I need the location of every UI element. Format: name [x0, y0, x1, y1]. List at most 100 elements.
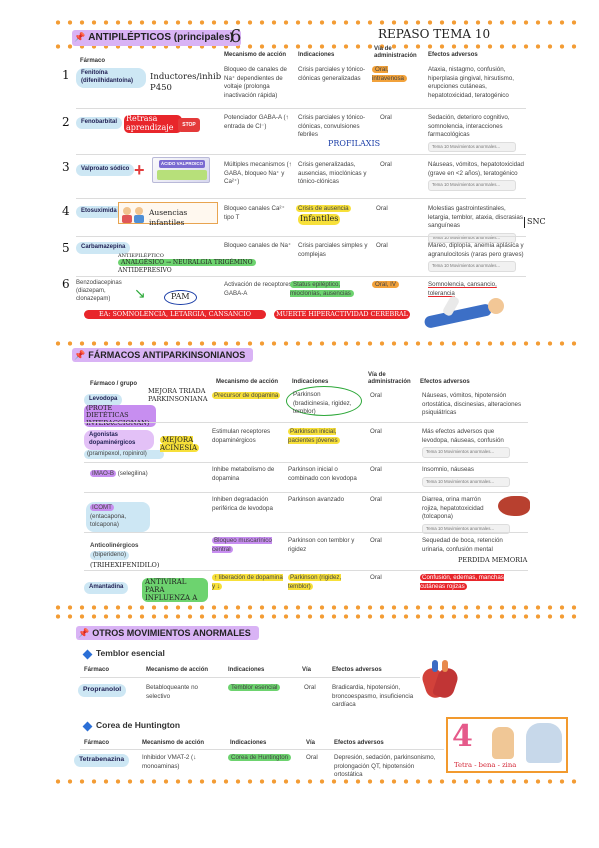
drug-benzodiacepinas: Benzodiacepinas (diazepam, clonazepam): [76, 280, 132, 304]
note-chip: Tema 10 Movimientos anormales...: [422, 524, 510, 535]
col-header: Vía: [306, 740, 316, 746]
section-title-otros: 📌OTROS MOVIMIENTOS ANORMALES: [76, 626, 259, 641]
indication-cell: Crisis parciales y tónico-clónicas gener…: [298, 66, 366, 82]
adverse-cell: Más efectos adversos que levodopa, náuse…: [422, 428, 522, 458]
handwritten-note: ANTIEPILÉPTICO: [118, 253, 164, 259]
route-cell: Oral: [370, 392, 382, 399]
col-header: Indicaciones: [228, 667, 265, 673]
mechanism-cell: Potenciador GABA-A (↑ entrada de Cl⁻): [224, 114, 289, 130]
section-title-antiparkinsonianos: 📌FÁRMACOS ANTIPARKINSONIANOS: [72, 348, 254, 363]
col-header-mecanismo: Mecanismo de acción: [224, 52, 287, 58]
drug-anticolinergicos: Anticolinérgicos: [90, 542, 139, 549]
row-number: 6: [62, 277, 70, 291]
row-divider: [76, 198, 526, 199]
adverse-cell: Mareo, diplopía, anemia aplásica y agran…: [428, 242, 524, 272]
col-header-via: Vía de administración: [374, 46, 417, 59]
orange-dot-divider: [52, 614, 582, 619]
indication-cell: Crisis de ausencia: [296, 205, 351, 212]
mechanism-cell: ↑ liberación de dopamina y ↓: [212, 574, 283, 590]
orange-dot-divider: [52, 341, 582, 346]
handwritten-title: REPASO TEMA 10: [378, 27, 491, 41]
route-cell: Oral: [370, 428, 382, 435]
row-divider: [84, 570, 528, 571]
mechanism-cell: Precursor de dopamina: [212, 392, 281, 399]
route-cell: Oral: [370, 496, 382, 503]
handwritten-note: Inductores/inhib P450: [150, 72, 222, 94]
section-badge: 6: [230, 26, 242, 47]
mechanism-cell: Múltiples mecanismos (↑ GABA, bloqueo Na…: [224, 161, 292, 186]
drug-icomt: ICOMT (entacapona, tolcapona): [86, 502, 150, 533]
row-divider: [80, 749, 444, 750]
mechanism-cell: Betabloqueante no selectivo: [146, 684, 198, 700]
mechanism-cell: Bloqueo canales Ca²⁺ tipo T: [224, 205, 285, 221]
route-cell: Oral: [376, 205, 388, 212]
hand-icon: [492, 727, 514, 759]
note-chip: Tema 10 Movimientos anormales...: [422, 447, 510, 458]
col-header: Indicaciones: [230, 740, 267, 746]
indication-cell: Crisis parciales y tónico-clónicas, conv…: [298, 114, 366, 139]
row-number: 1: [62, 68, 70, 82]
col-header-indicaciones: Indicaciones: [292, 379, 329, 385]
handwritten-note: EA: SOMNOLENCIA, LETARGIA, CANSANCIO: [84, 310, 266, 319]
adverse-cell: Diarrea, orina marrón rojiza, hepatotoxi…: [422, 496, 510, 535]
col-header: Mecanismo de acción: [142, 740, 205, 746]
mechanism-cell: Activación de receptores GABA-A: [224, 281, 292, 297]
route-cell: Oral, intravenosa: [372, 66, 420, 83]
indication-cell: Parkinson con temblor y rigidez: [288, 537, 355, 553]
handwritten-note: MEJORA TRIADA PARKINSONIANA: [148, 387, 208, 403]
adverse-cell: Sequedad de boca, retención urinaria, co…: [422, 537, 503, 553]
stop-sign-icon: STOP: [178, 118, 200, 132]
heart-icon: [419, 660, 461, 704]
col-header-farmaco: Fármaco / grupo: [90, 381, 138, 387]
handwritten-note: PROFILAXIS: [328, 139, 381, 148]
indication-cell: Parkinson (bradicinesia, rigidez, temblo…: [286, 386, 362, 416]
route-cell: Oral: [304, 684, 316, 691]
row-number: 4: [62, 204, 70, 218]
drug-valproato: Valproato sódico: [76, 164, 135, 176]
drug-amantadina: Amantadina: [84, 582, 129, 594]
diamond-bullet-icon: [82, 721, 93, 732]
mechanism-cell: Inhibidor VMAT-2 (↓ monoaminas): [142, 754, 197, 770]
liver-icon: [498, 496, 530, 516]
note-chip: Tema 10 Movimientos anormales...: [428, 180, 516, 191]
person-icon: [526, 723, 562, 763]
indication-cell: Status epiléptico, mioclonías, ausencias: [290, 281, 370, 298]
subsection-corea: Corea de Huntington: [96, 720, 181, 730]
handwritten-note: Retrasa aprendizaje: [124, 114, 182, 133]
handwritten-note: ANTIDEPRESIVO: [118, 267, 172, 274]
col-header: Efectos adversos: [334, 740, 384, 746]
children-icon: Ausencias infantiles: [118, 202, 218, 227]
note-chip: Tema 10 Movimientos anormales...: [422, 476, 510, 487]
row-divider: [80, 677, 420, 678]
drug-subtitle: (pramipexol, ropinirol): [84, 450, 164, 459]
route-cell: Oral: [306, 754, 318, 761]
note-chip: Tema 10 Movimientos anormales...: [428, 261, 516, 272]
indication-cell: Parkinson inicial, pacientes jóvenes: [288, 428, 340, 444]
indication-cell: Parkinson inicial o combinado con levodo…: [288, 466, 357, 482]
handwritten-note: ANALGÉSICO → NEURALGIA TRIGÉMINO: [118, 259, 256, 267]
subsection-temblor: Temblor esencial: [96, 648, 165, 658]
route-cell: Oral: [370, 466, 382, 473]
arrow-icon: ↘: [134, 285, 146, 301]
pin-icon: 📌: [74, 32, 86, 42]
mechanism-cell: Bloqueo de canales de Na⁺ dependientes d…: [224, 66, 287, 100]
route-cell: Oral, IV: [372, 281, 399, 290]
handwritten-note: ANTIVIRAL PARA INFLUENZA A: [142, 578, 208, 603]
drug-etosuximida: Etosuximida: [76, 206, 122, 218]
mechanism-cell: Bloqueo muscarínico central: [212, 537, 272, 553]
handwritten-note: (PROTE DIETÉTICAS INTERACCIONAN): [84, 404, 156, 428]
drug-tetrabenazina: Tetrabenazina: [74, 754, 130, 767]
handwritten-note: MUERTE HIPERACTIVIDAD CEREBRAL: [274, 310, 410, 319]
mechanism-cell: Inhibe metabolismo de dopamina: [212, 466, 275, 482]
drug-subtitle: (biperideno): [90, 551, 130, 560]
indication-cell: Crisis parciales simples y complejas: [298, 242, 368, 258]
indication-cell: Corea de Huntington: [228, 754, 292, 763]
col-header: Fármaco: [84, 740, 110, 746]
adverse-cell: Molestias gastrointestinales, letargia, …: [428, 205, 524, 244]
diamond-bullet-icon: [82, 649, 93, 660]
indication-cell: Crisis generalizadas, ausencias, mioclón…: [298, 161, 367, 186]
orange-dot-divider: [52, 779, 582, 784]
drug-propranolol: Propranolol: [78, 684, 127, 697]
mechanism-cell: Inhiben degradación periférica de levodo…: [212, 496, 273, 512]
orange-dot-divider: [52, 44, 582, 49]
